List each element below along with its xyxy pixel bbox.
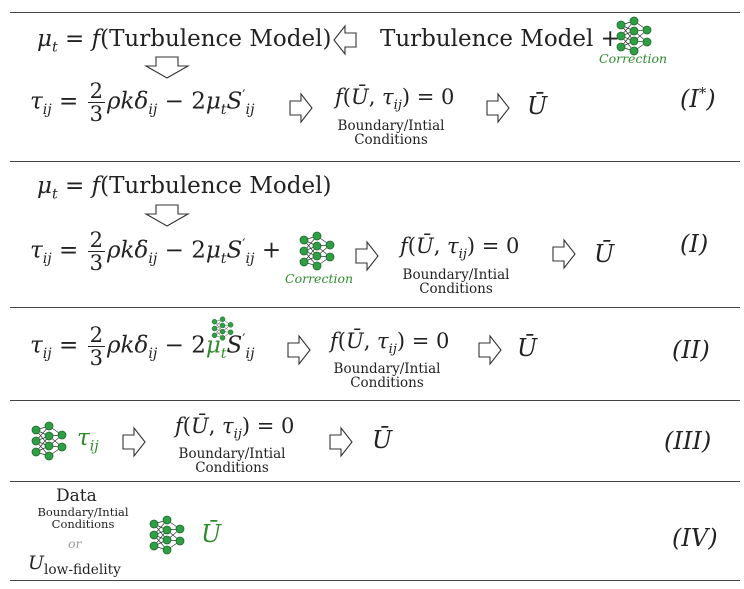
divider-1 <box>10 161 740 162</box>
governing-equation: f(Ū, τij) = 0 <box>335 85 455 114</box>
neural-network-icon <box>31 421 67 461</box>
correction-label: Correction <box>285 271 354 286</box>
data-label: Data <box>56 486 97 506</box>
hollow-arrow-right-icon <box>122 427 146 457</box>
neural-network-icon <box>211 316 234 341</box>
turbulence-model-plus: Turbulence Model + <box>380 26 620 52</box>
mu-t-equation: μt = f(Turbulence Model) <box>37 173 332 203</box>
hollow-arrow-right-icon <box>287 335 311 365</box>
row-label: (IV) <box>672 524 718 552</box>
low-fidelity-velocity: Ulow-fidelity <box>28 552 121 578</box>
row-label: (I*) <box>680 84 716 113</box>
stress-output: τij <box>77 425 99 455</box>
neural-network-icon <box>149 515 185 555</box>
hollow-arrow-left-icon <box>333 25 357 55</box>
hollow-arrow-down-icon <box>143 56 191 79</box>
governing-equation: f(Ū, τij) = 0 <box>330 329 450 358</box>
mean-velocity-output: Ū <box>594 240 615 268</box>
hollow-arrow-down-icon <box>143 204 191 227</box>
mean-velocity-output: Ū <box>527 92 548 120</box>
or-label: or <box>68 536 82 551</box>
row-label: (II) <box>672 336 710 364</box>
hollow-arrow-right-icon <box>486 93 510 123</box>
hollow-arrow-right-icon <box>552 239 576 269</box>
mean-velocity-output: Ū <box>517 334 538 362</box>
hollow-arrow-right-icon <box>478 335 502 365</box>
neural-network-icon <box>616 16 652 56</box>
mean-velocity-output: Ū <box>372 426 393 454</box>
row-label: (I) <box>680 230 709 258</box>
divider-2 <box>10 307 740 308</box>
neural-network-icon <box>299 231 335 271</box>
row-label: (III) <box>664 427 712 455</box>
hollow-arrow-right-icon <box>329 427 353 457</box>
hollow-arrow-right-icon <box>355 241 379 271</box>
top-divider <box>10 12 740 13</box>
correction-label: Correction <box>599 51 668 66</box>
governing-equation: f(Ū, τij) = 0 <box>400 234 520 263</box>
governing-equation: f(Ū, τij) = 0 <box>175 414 295 443</box>
mu-t-equation: μt = f(Turbulence Model) <box>37 26 332 56</box>
mean-velocity-output: Ū <box>201 520 222 548</box>
divider-4 <box>10 481 740 482</box>
divider-3 <box>10 400 740 401</box>
bottom-divider <box>10 580 740 581</box>
hollow-arrow-right-icon <box>289 93 313 123</box>
